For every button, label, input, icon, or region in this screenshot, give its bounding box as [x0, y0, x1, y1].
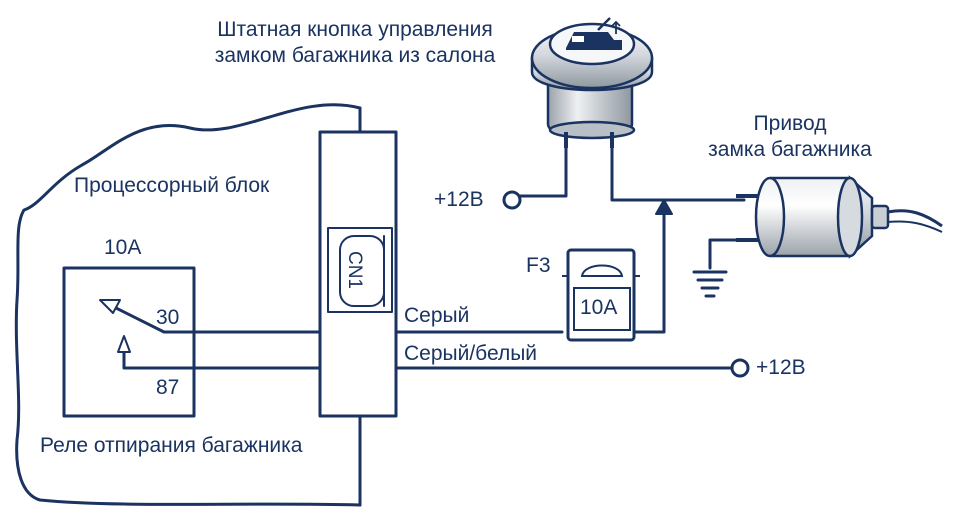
wire-button-left — [516, 132, 568, 198]
wire-button-right — [610, 132, 746, 202]
wire-gray-white-label: Серый/белый — [404, 342, 538, 365]
trunk-button-image — [530, 17, 654, 148]
wire-fuse-to-actuator — [630, 210, 666, 334]
pin-87-label: 87 — [156, 376, 180, 399]
trunk-actuator-image — [736, 175, 943, 259]
actuator-title-line2: замка багажника — [708, 138, 872, 161]
wire-ground — [708, 238, 746, 270]
relay-87-arrowhead — [117, 335, 131, 353]
wire-gray-label: Серый — [404, 304, 470, 327]
fuse-rating-label: 10А — [580, 296, 618, 319]
actuator-title-line1: Привод — [753, 112, 827, 135]
processor-block-outline — [14, 103, 362, 507]
plus12-top-label: +12В — [434, 188, 484, 211]
terminal-plus12-top — [502, 190, 522, 210]
relay-box — [62, 266, 196, 418]
pin-30-label: 30 — [156, 306, 180, 329]
relay-rating-label: 10А — [104, 236, 142, 259]
button-title-line1: Штатная кнопка управления — [217, 18, 493, 41]
relay-name-label: Реле отпирания багажника — [40, 434, 303, 457]
button-title-line2: замком багажника из салона — [214, 44, 496, 67]
fuse-name-label: F3 — [526, 254, 551, 277]
terminal-plus12-bottom — [730, 358, 750, 378]
connector-label: CN1 — [344, 250, 366, 290]
fuse-f3 — [562, 248, 640, 342]
relay-contact-arrowhead — [99, 299, 121, 314]
processor-block-label: Процессорный блок — [74, 174, 270, 197]
plus12-bottom-label: +12В — [756, 356, 806, 379]
arrow-to-actuator — [655, 199, 673, 215]
relay-87-line — [122, 350, 322, 370]
relay-contact-arm — [102, 300, 322, 334]
